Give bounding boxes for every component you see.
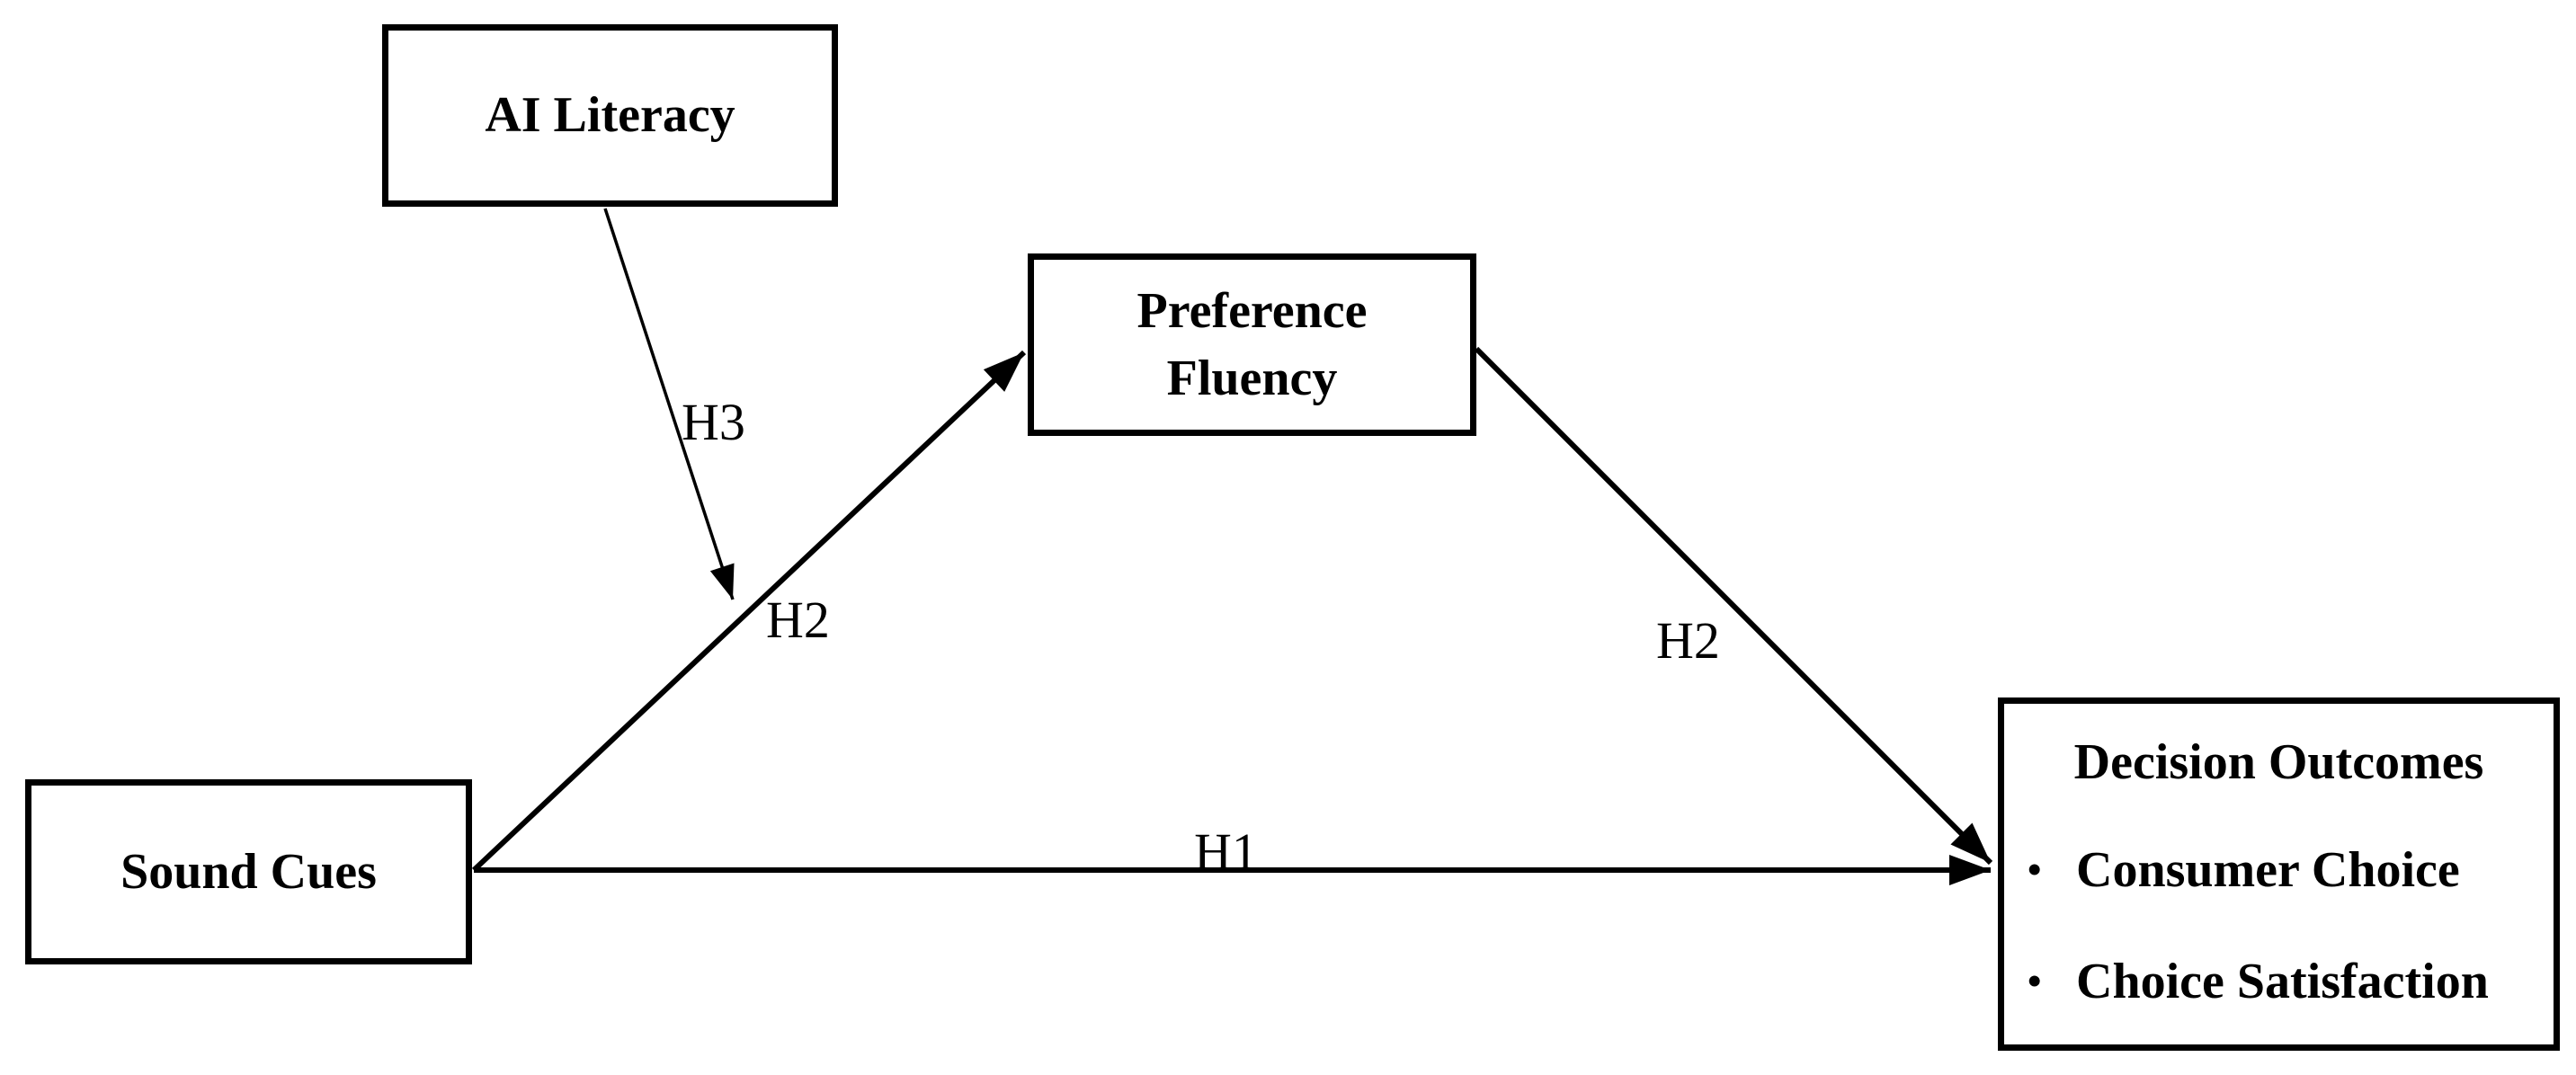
node-preference-fluency: Preference Fluency [1028,253,1476,436]
edge-label-h2-first: H2 [766,591,830,649]
node-decision-outcomes: Decision Outcomes • Consumer Choice • Ch… [1998,697,2560,1051]
edge-label-h3: H3 [682,393,745,451]
edge-label-h2-second: H2 [1656,611,1720,670]
node-decision-outcomes-title: Decision Outcomes [2073,734,2484,790]
list-item: • Choice Satisfaction [2004,950,2554,1013]
edge-label-h1: H1 [1194,822,1258,881]
node-preference-fluency-label: Preference Fluency [1136,282,1368,406]
node-sound-cues-label: Sound Cues [120,843,377,900]
list-item-label: Choice Satisfaction [2076,954,2489,1009]
node-sound-cues: Sound Cues [25,779,472,964]
node-ai-literacy-label: AI Literacy [485,87,735,143]
bullet-icon: • [2028,848,2042,892]
arrow-h2-second-leg [1474,346,1993,866]
list-item-label: Consumer Choice [2076,842,2460,898]
list-item: • Consumer Choice [2004,839,2554,902]
bullet-icon: • [2028,959,2042,1003]
node-ai-literacy: AI Literacy [382,24,838,207]
arrow-h3 [603,208,735,600]
arrow-h2-first-leg [471,350,1027,873]
